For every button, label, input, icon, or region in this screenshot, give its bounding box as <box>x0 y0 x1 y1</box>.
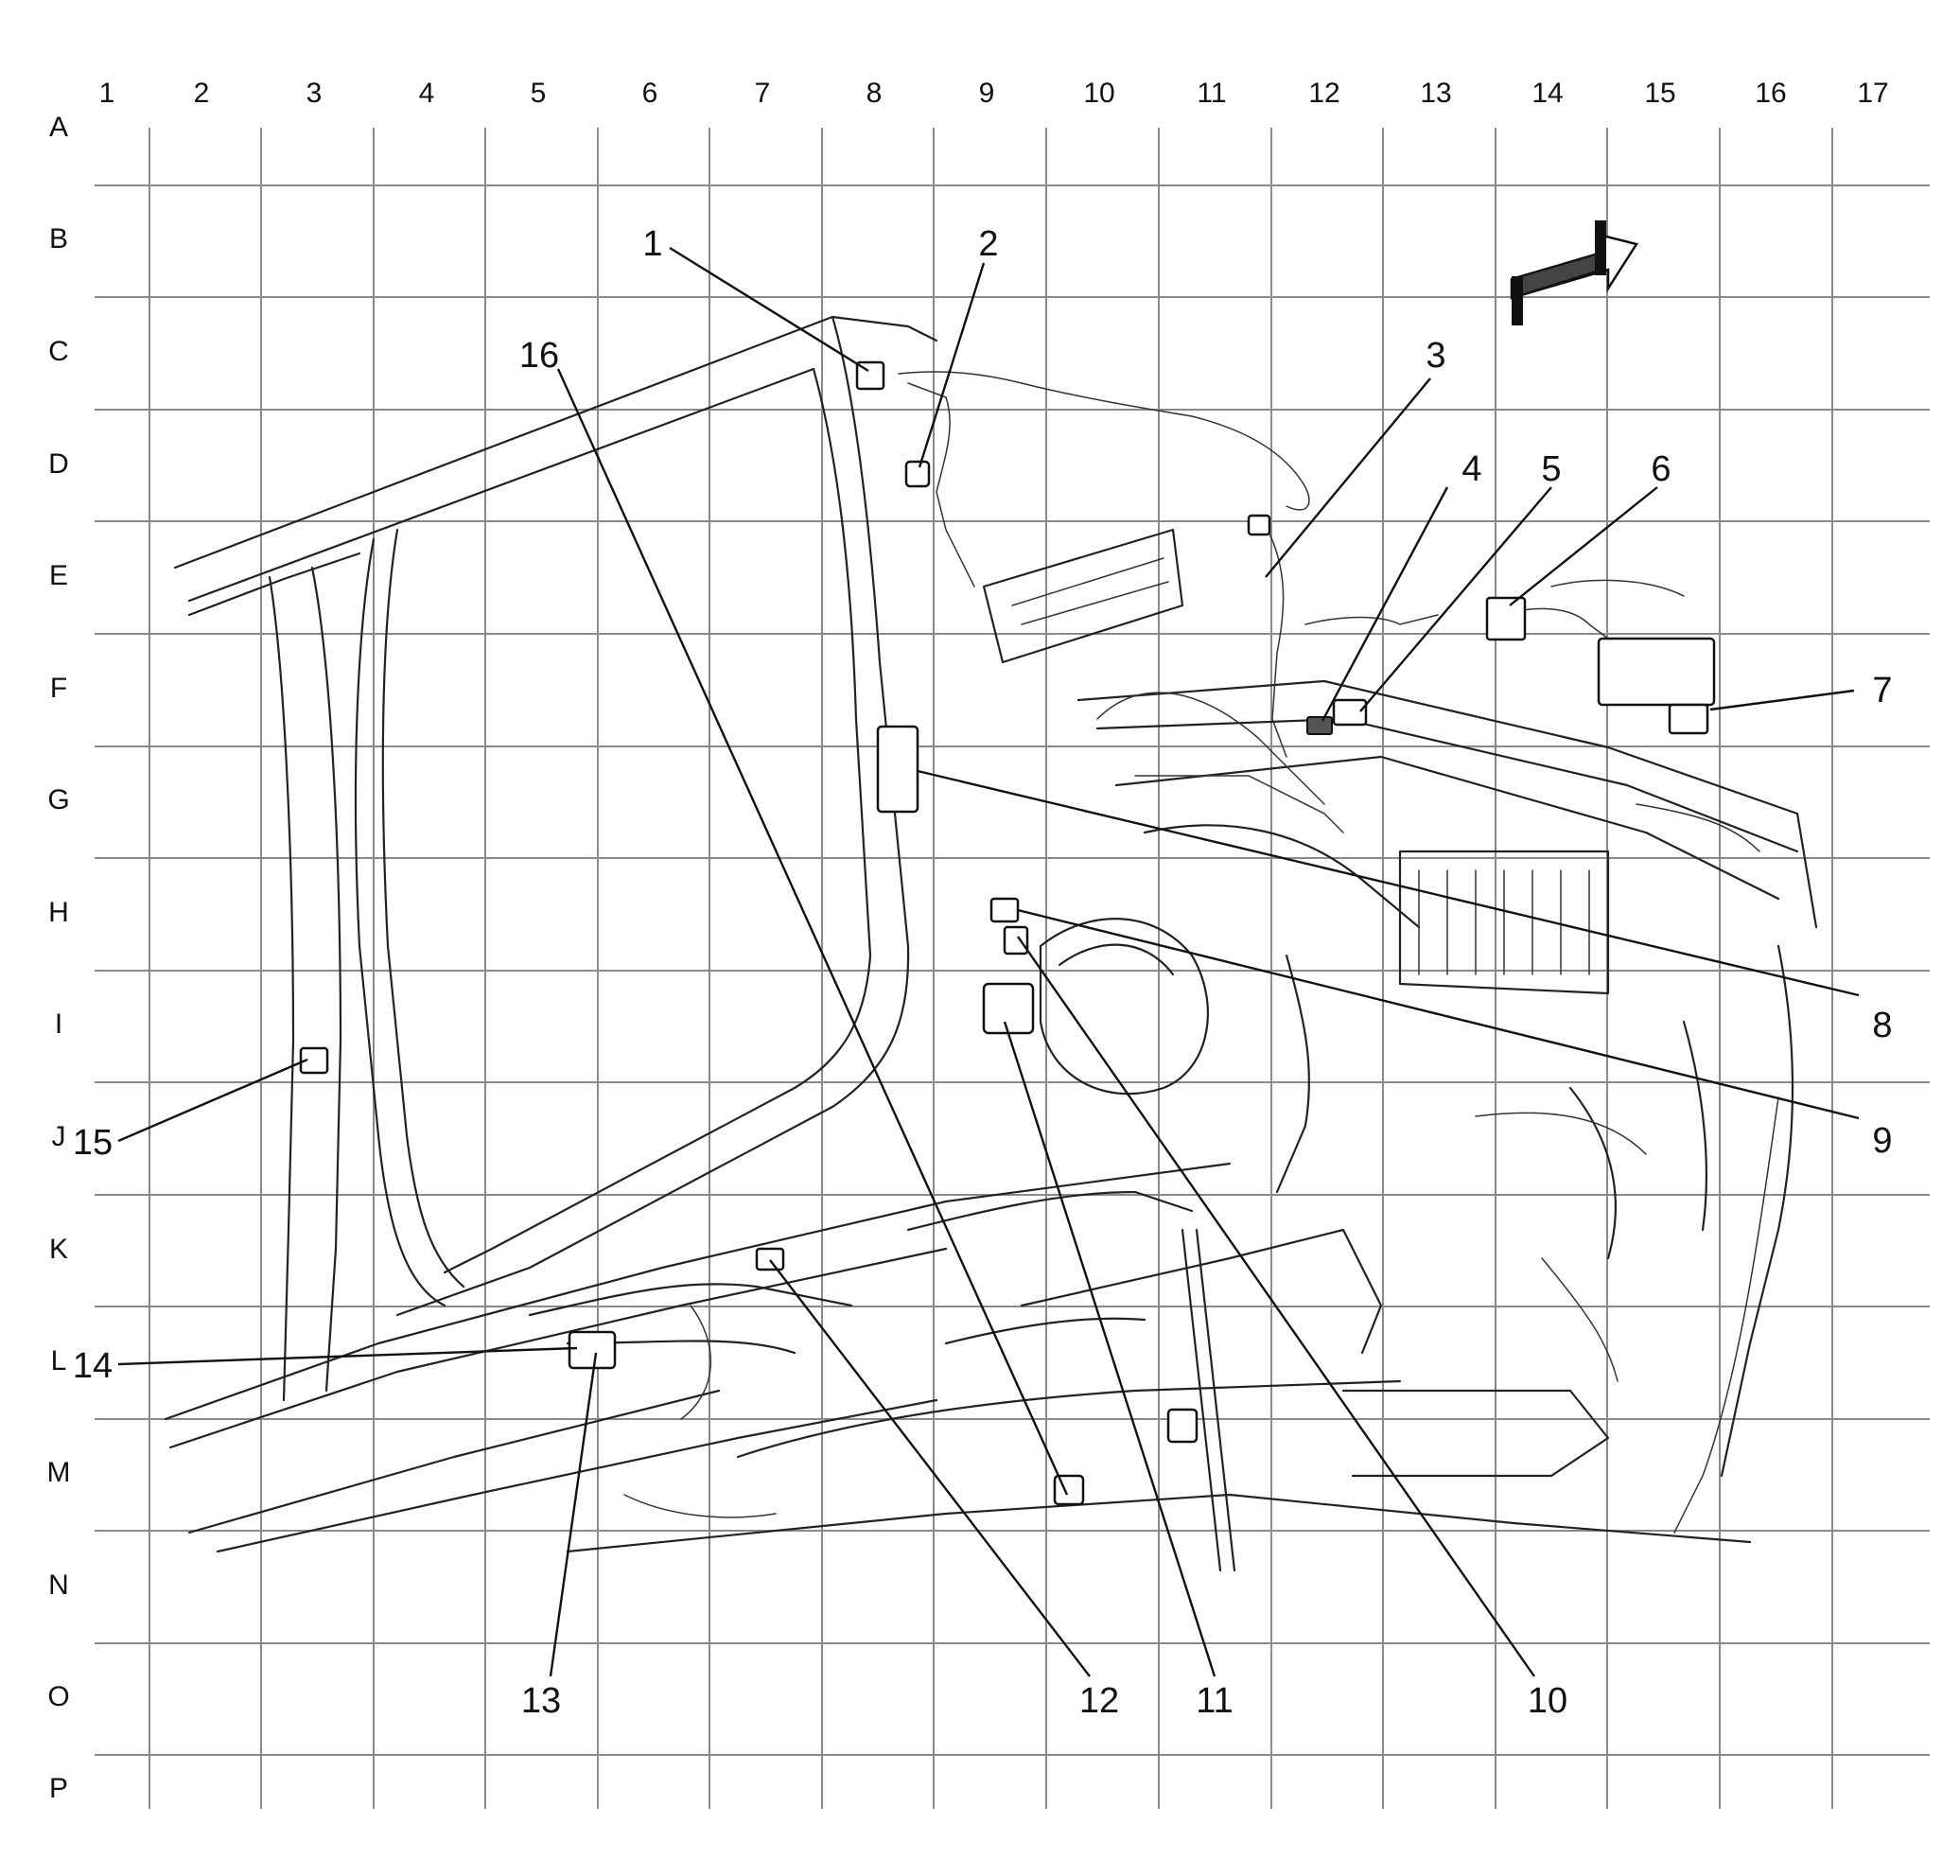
row-label: K <box>49 1234 68 1265</box>
callout-10: 10 <box>1528 1681 1567 1721</box>
callout-7: 7 <box>1872 671 1892 710</box>
callout-16: 16 <box>519 336 559 376</box>
connector-6 <box>1485 596 1527 641</box>
column-label: 3 <box>306 78 323 109</box>
column-label: 9 <box>979 78 995 109</box>
row-label: P <box>49 1773 68 1804</box>
connector-misc <box>1166 1408 1199 1444</box>
column-label: 16 <box>1755 78 1786 109</box>
row-label: J <box>52 1121 66 1152</box>
leader-15 <box>117 1058 308 1143</box>
leader-1 <box>669 246 869 373</box>
leader-8 <box>917 769 1860 997</box>
callout-5: 5 <box>1541 449 1561 489</box>
column-label: 7 <box>755 78 771 109</box>
fuse-block-7 <box>1597 637 1716 707</box>
callout-4: 4 <box>1461 449 1481 489</box>
connector-2 <box>904 460 931 488</box>
row-label: D <box>48 448 69 480</box>
leader-4 <box>1321 486 1449 722</box>
column-label: 12 <box>1308 78 1339 109</box>
reference-grid <box>95 128 1930 1809</box>
row-label: F <box>50 673 67 704</box>
row-label: G <box>47 784 69 815</box>
callout-numbers: 1 2 3 4 5 6 7 8 9 10 11 12 13 14 15 16 <box>73 224 1893 1721</box>
connector-4 <box>1306 716 1333 735</box>
row-labels: A B C D E F G H I J K L M N O P <box>47 112 71 1804</box>
leader-7 <box>1709 689 1855 711</box>
leader-9 <box>1017 908 1860 1120</box>
leader-11 <box>1003 1021 1216 1677</box>
column-label: 15 <box>1644 78 1675 109</box>
callout-6: 6 <box>1651 449 1671 489</box>
row-label: A <box>49 112 68 143</box>
leader-12 <box>769 1259 1091 1677</box>
row-label: M <box>47 1457 71 1488</box>
column-label: 2 <box>194 78 210 109</box>
callout-1: 1 <box>642 224 662 264</box>
connector-15 <box>299 1046 329 1075</box>
connector-3 <box>1247 514 1271 536</box>
column-label: 1 <box>99 78 115 109</box>
row-label: N <box>48 1569 69 1601</box>
row-label: O <box>47 1681 69 1712</box>
connector-12 <box>755 1247 785 1271</box>
connector-13 <box>568 1330 617 1370</box>
callout-2: 2 <box>978 224 998 264</box>
leader-5 <box>1359 486 1552 712</box>
callout-14: 14 <box>73 1346 113 1386</box>
leader-6 <box>1509 486 1658 606</box>
module-8 <box>876 725 919 814</box>
column-label: 5 <box>531 78 547 109</box>
column-label: 10 <box>1083 78 1114 109</box>
row-label: I <box>55 1008 62 1040</box>
connector-7 <box>1668 703 1709 735</box>
callout-13: 13 <box>521 1681 561 1721</box>
callout-12: 12 <box>1079 1681 1119 1721</box>
callout-3: 3 <box>1426 336 1445 376</box>
callout-11: 11 <box>1196 1681 1233 1721</box>
connectors <box>299 360 1716 1506</box>
row-label: B <box>49 223 68 254</box>
connector-5 <box>1332 698 1368 727</box>
front-direction-arrow-icon <box>1510 220 1638 325</box>
row-label: H <box>48 897 69 928</box>
callout-9: 9 <box>1872 1121 1892 1161</box>
row-label: E <box>49 560 68 591</box>
column-label: 13 <box>1420 78 1451 109</box>
leader-3 <box>1265 377 1431 578</box>
connector-16 <box>1053 1474 1085 1506</box>
callout-leaders <box>117 246 1860 1677</box>
column-label: 8 <box>866 78 883 109</box>
column-label: 4 <box>419 78 435 109</box>
column-label: 14 <box>1531 78 1563 109</box>
leader-13 <box>549 1352 598 1677</box>
column-label: 11 <box>1197 78 1226 109</box>
module-11 <box>982 982 1035 1035</box>
connector-10 <box>1003 925 1029 956</box>
column-label: 17 <box>1857 78 1888 109</box>
leader-16 <box>556 368 1069 1496</box>
leader-10 <box>1017 936 1535 1677</box>
leader-2 <box>918 262 986 468</box>
leader-14 <box>117 1346 578 1366</box>
vehicle-body-outline <box>164 315 1818 1572</box>
callout-15: 15 <box>73 1123 113 1163</box>
column-labels: 1 2 3 4 5 6 7 8 9 10 11 12 13 14 15 16 1… <box>99 78 1889 109</box>
callout-8: 8 <box>1872 1006 1892 1045</box>
column-label: 6 <box>642 78 658 109</box>
row-label: L <box>51 1345 67 1376</box>
connector-9 <box>989 897 1020 923</box>
row-label: C <box>48 336 69 367</box>
